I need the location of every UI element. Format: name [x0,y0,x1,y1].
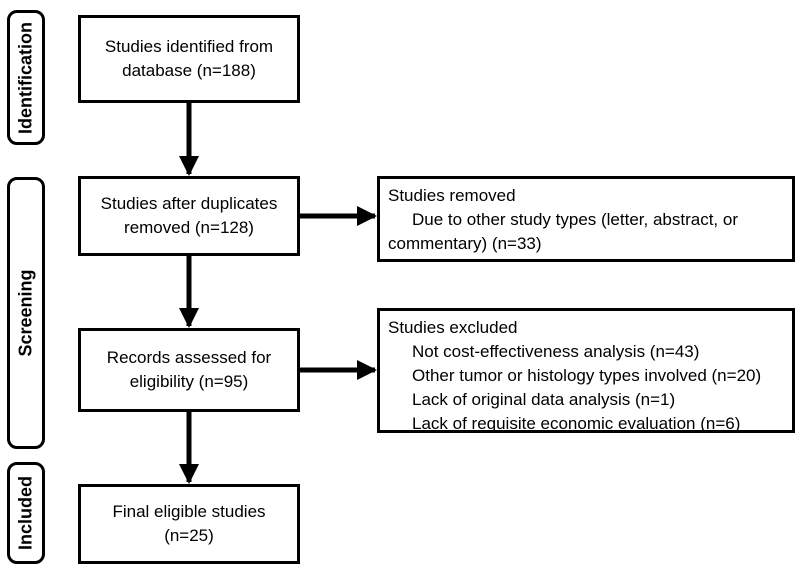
box-studies-excluded: Studies excluded Not cost-effectiveness … [377,308,795,433]
excluded-item-4: Lack of requisite economic evaluation (n… [412,414,741,433]
stage-included: Included [7,462,45,564]
box-final-line2: (n=25) [164,526,214,545]
box-assessed-line2: eligibility (n=95) [129,372,249,391]
removed-line1: Due to other study types (letter, abstra… [412,210,738,229]
box-after-duplicates: Studies after duplicates removed (n=128) [78,176,300,256]
box-final: Final eligible studies (n=25) [78,484,300,564]
excluded-item-2: Other tumor or histology types involved … [412,366,762,385]
box-assessed: Records assessed for eligibility (n=95) [78,328,300,412]
box-after-duplicates-line1: Studies after duplicates [100,194,278,213]
box-identified-line2: database (n=188) [122,61,256,80]
removed-line2: commentary) (n=33) [388,234,542,253]
box-identified-line1: Studies identified from [104,37,274,56]
box-final-line1: Final eligible studies [112,502,266,521]
stage-screening: Screening [7,177,45,449]
box-studies-removed: Studies removed Due to other study types… [377,176,795,262]
removed-title: Studies removed [388,186,516,205]
stage-identification: Identification [7,10,45,145]
excluded-item-3: Lack of original data analysis (n=1) [412,390,676,409]
box-assessed-line1: Records assessed for [106,348,272,367]
box-after-duplicates-line2: removed (n=128) [124,218,254,237]
box-identified: Studies identified from database (n=188) [78,15,300,103]
excluded-title: Studies excluded [388,318,518,337]
excluded-item-1: Not cost-effectiveness analysis (n=43) [412,342,700,361]
